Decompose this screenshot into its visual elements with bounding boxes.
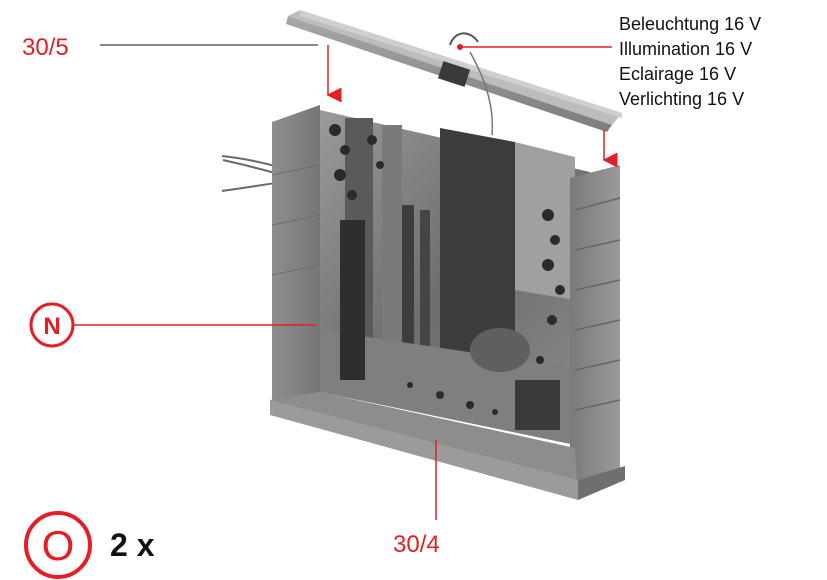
diorama-model [221,10,625,500]
backdrop-scene [320,110,590,448]
lid-panel [286,10,622,136]
lid-part-label: 30/5 [22,34,69,61]
lighting-label-nl: Verlichting 16 V [619,89,744,109]
lighting-label-en: Illumination 16 V [619,39,752,59]
callout-base: 30/4 [393,440,440,558]
lighting-labels: Beleuchtung 16 V Illumination 16 V Eclai… [619,14,761,109]
quantity-label: 2 x [110,527,155,563]
callout-n: N [29,302,316,348]
right-wall [570,165,621,498]
marker-o-circle [24,511,92,579]
lighting-label-fr: Eclairage 16 V [619,64,736,84]
quantity-marker: O 2 x [24,511,155,579]
callout-lid: 30/5 [22,34,618,168]
base-part-label: 30/4 [393,531,440,558]
base-plate [270,392,625,500]
lighting-label-de: Beleuchtung 16 V [619,14,761,34]
marker-o-label: O [42,522,75,569]
callout-lighting: Beleuchtung 16 V Illumination 16 V Eclai… [457,14,761,109]
left-wall [271,105,321,410]
marker-n-circle [29,302,75,348]
marker-n-label: N [43,313,60,340]
